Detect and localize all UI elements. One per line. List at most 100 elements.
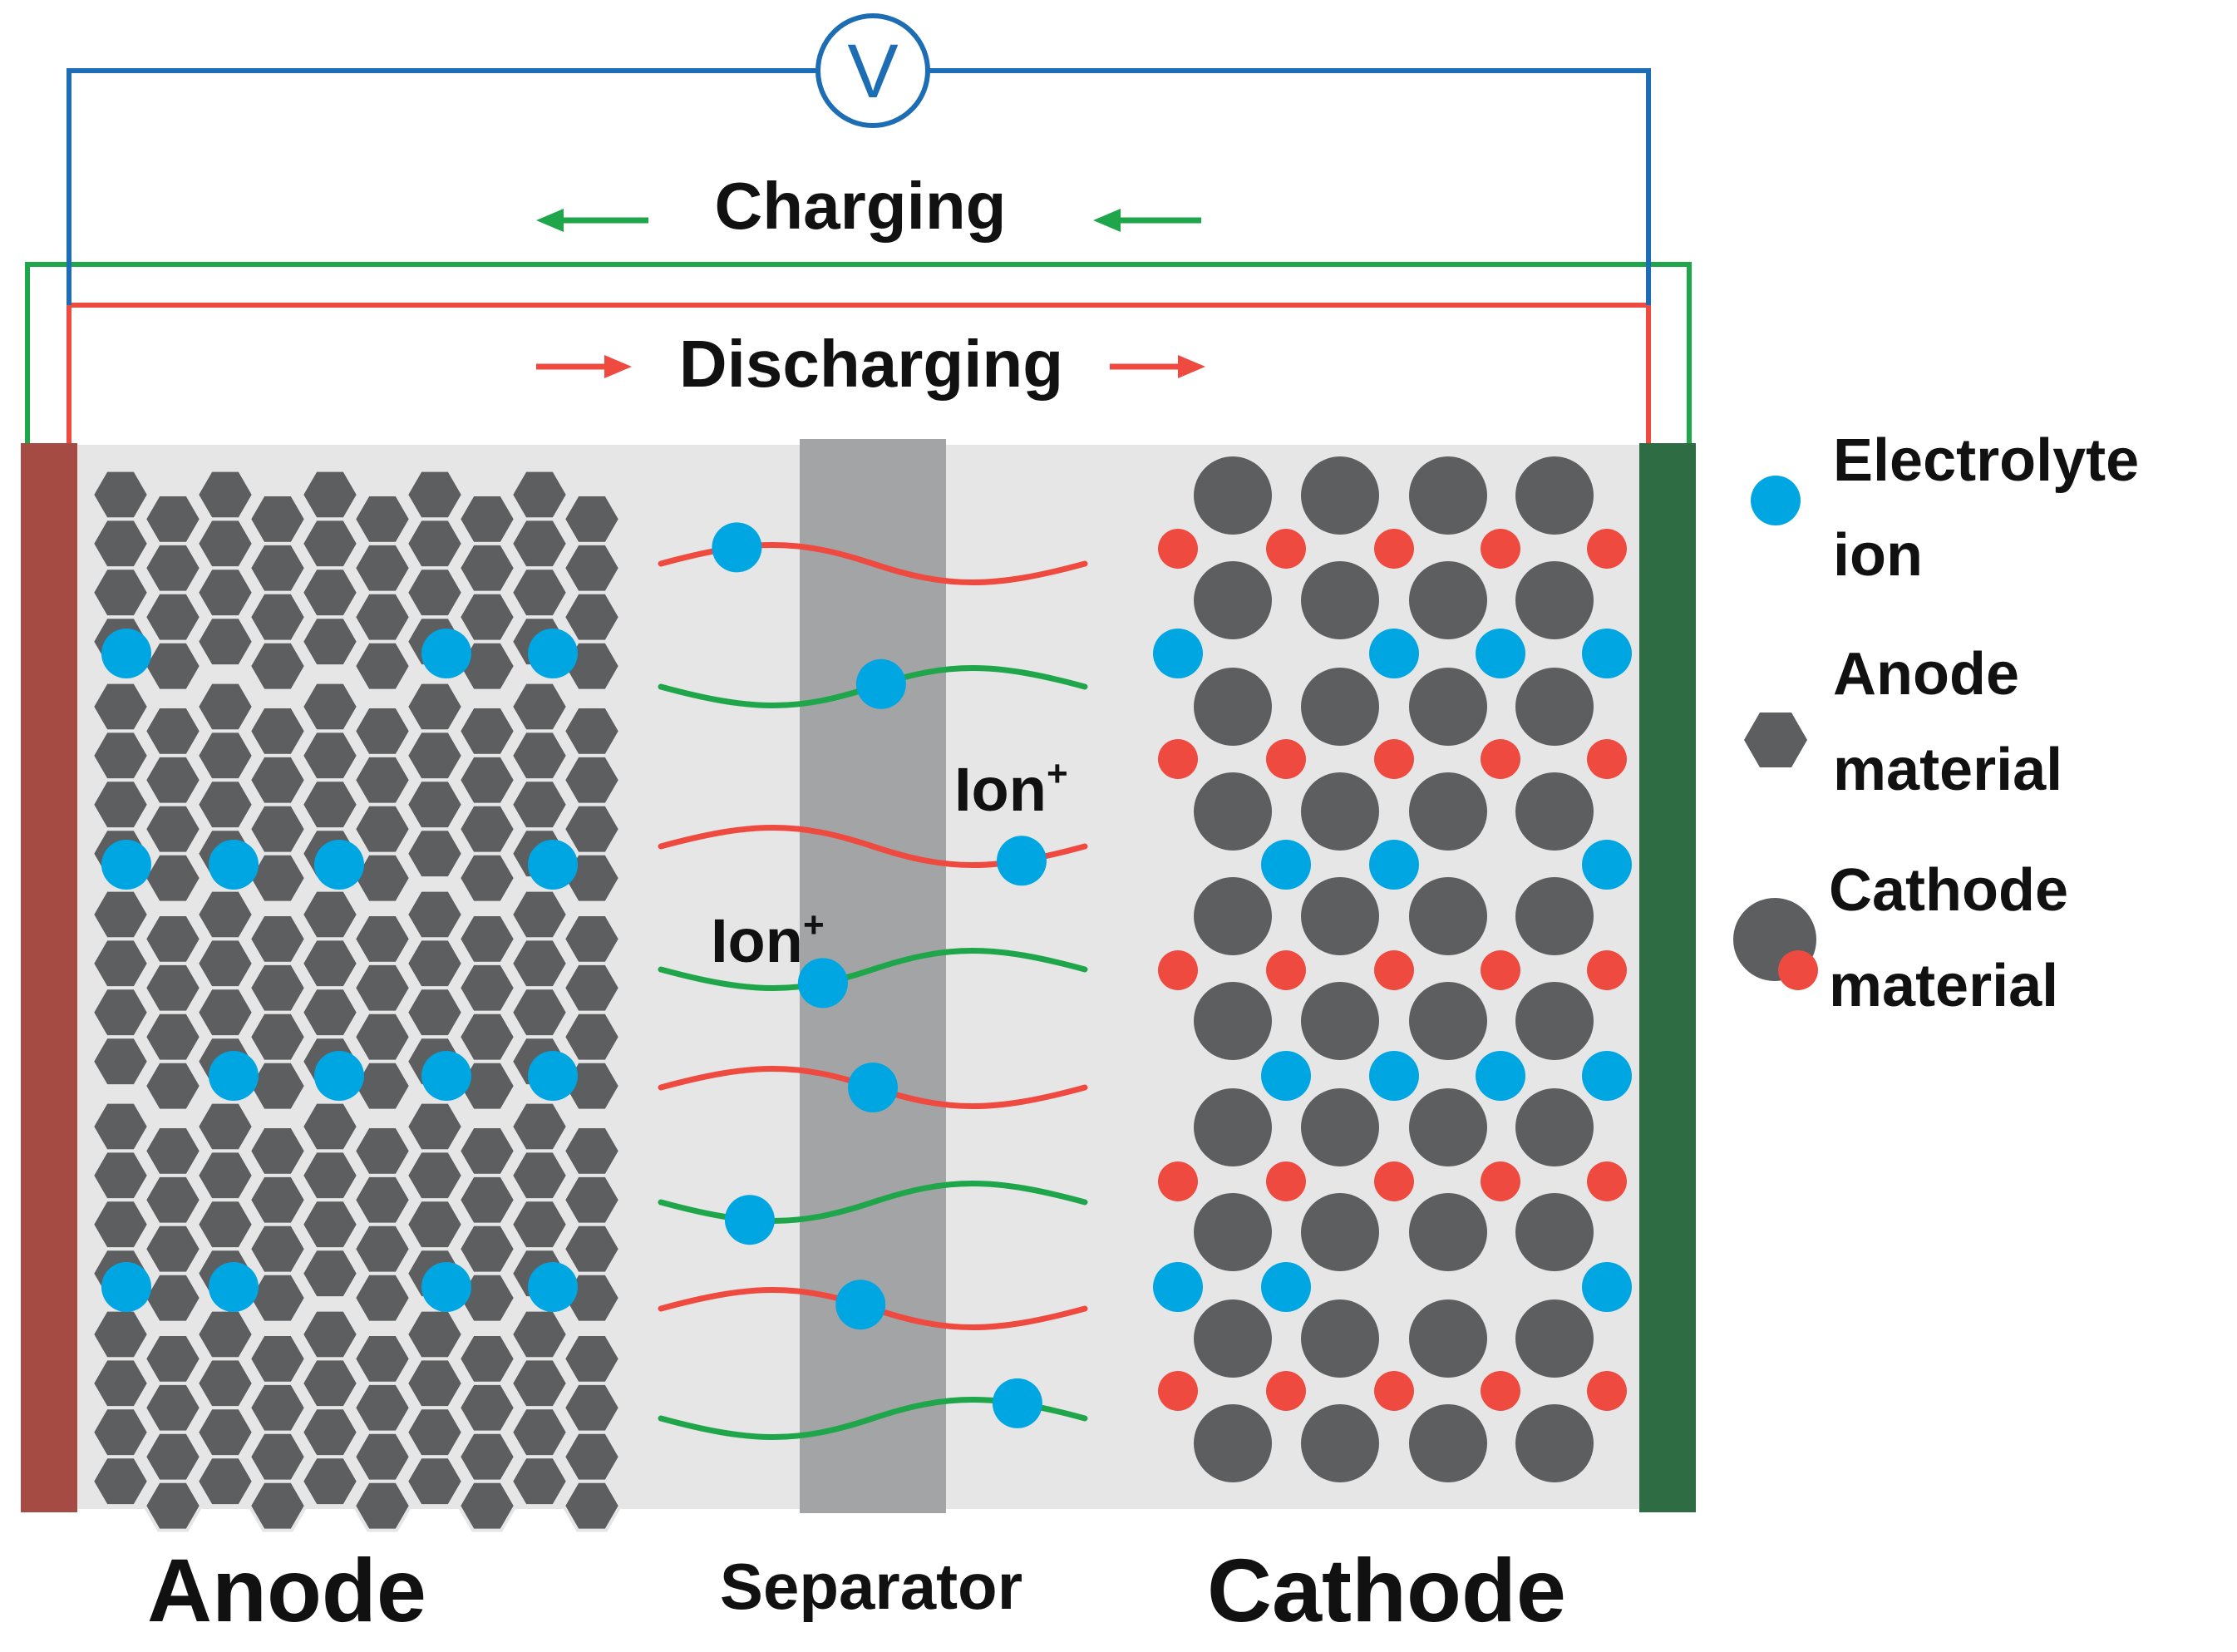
cathode-particle bbox=[1194, 1299, 1272, 1378]
anode-hexagon bbox=[509, 888, 570, 941]
electrolyte-ion bbox=[314, 1051, 364, 1101]
anode-hexagon bbox=[456, 961, 518, 1014]
legend-electrolyte-line1: Electrolyte bbox=[1833, 427, 2139, 494]
anode-hexagon bbox=[404, 517, 466, 570]
cathode-red-ion bbox=[1374, 950, 1414, 990]
cathode-particle bbox=[1515, 1299, 1594, 1378]
cathode-red-ion bbox=[1158, 529, 1198, 569]
anode-hexagon bbox=[90, 937, 151, 990]
electrolyte-ion bbox=[855, 658, 906, 709]
cathode-particle bbox=[1301, 668, 1379, 746]
cathode-particle bbox=[1301, 1299, 1379, 1378]
anode-hexagon bbox=[195, 888, 256, 941]
anode-hexagon bbox=[90, 888, 151, 941]
cathode-material bbox=[1153, 456, 1632, 1482]
anode-hexagon bbox=[352, 1479, 413, 1532]
cathode-particle bbox=[1409, 982, 1487, 1060]
electrolyte-ion bbox=[528, 840, 578, 890]
electrolyte-ion bbox=[101, 1262, 151, 1312]
electrolyte-ion bbox=[1369, 629, 1419, 678]
charging-arrow-left-icon bbox=[536, 209, 648, 232]
anode-hexagon bbox=[299, 1455, 361, 1508]
cathode-red-ion bbox=[1158, 1161, 1198, 1201]
anode-hexagon bbox=[299, 937, 361, 990]
anode-hexagon bbox=[142, 1479, 204, 1532]
anode-hexagon bbox=[247, 1381, 308, 1434]
charging-label: Charging bbox=[714, 169, 1006, 243]
separator-label: Separator bbox=[720, 1550, 1022, 1623]
anode-hexagon bbox=[509, 1308, 570, 1361]
electrolyte-ion bbox=[1582, 1262, 1632, 1312]
cathode-current-collector bbox=[1639, 443, 1696, 1512]
electrolyte-ion bbox=[1369, 1051, 1419, 1101]
legend: Electrolyte ion Anode material Cathode m… bbox=[1733, 427, 2139, 1019]
anode-hexagon bbox=[90, 1308, 151, 1361]
cathode-particle bbox=[1301, 877, 1379, 955]
electrolyte-ion bbox=[835, 1280, 886, 1330]
anode-hexagon bbox=[404, 1357, 466, 1410]
anode-hexagon bbox=[142, 753, 204, 806]
anode-hexagon bbox=[352, 1222, 413, 1275]
cathode-particle bbox=[1515, 877, 1594, 955]
cathode-particle bbox=[1194, 772, 1272, 851]
anode-hexagon bbox=[90, 1149, 151, 1202]
anode-hexagon bbox=[247, 1010, 308, 1063]
anode-hexagon bbox=[195, 729, 256, 782]
anode-hexagon bbox=[299, 1149, 361, 1202]
anode-hexagon bbox=[561, 541, 623, 594]
cathode-particle bbox=[1515, 772, 1594, 851]
anode-hexagon bbox=[247, 753, 308, 806]
anode-hexagon bbox=[90, 778, 151, 831]
anode-hexagon bbox=[404, 1100, 466, 1153]
cathode-red-ion bbox=[1374, 739, 1414, 779]
anode-hexagon bbox=[195, 615, 256, 668]
anode-hexagon bbox=[247, 493, 308, 545]
anode-hexagon bbox=[456, 1381, 518, 1434]
anode-hexagon bbox=[509, 680, 570, 733]
anode-hexagon bbox=[195, 986, 256, 1039]
anode-hexagon bbox=[90, 1455, 151, 1508]
anode-hexagon bbox=[195, 517, 256, 570]
anode-hexagon bbox=[456, 541, 518, 594]
anode-hexagon bbox=[90, 517, 151, 570]
anode-hexagon bbox=[195, 1198, 256, 1251]
cathode-particle bbox=[1194, 668, 1272, 746]
cathode-particle bbox=[1301, 1404, 1379, 1482]
electrolyte-ion bbox=[421, 629, 471, 678]
cathode-label: Cathode bbox=[1207, 1540, 1566, 1640]
anode-current-collector bbox=[21, 443, 77, 1512]
anode-hexagon bbox=[509, 566, 570, 619]
anode-hexagon bbox=[247, 1430, 308, 1483]
cathode-particle bbox=[1301, 1193, 1379, 1271]
discharging-circuit-wire bbox=[67, 303, 1651, 443]
anode-hexagon bbox=[142, 802, 204, 856]
anode-hexagon bbox=[352, 1125, 413, 1177]
anode-hexagon bbox=[142, 961, 204, 1014]
anode-hexagon bbox=[299, 1198, 361, 1251]
anode-hexagon bbox=[404, 680, 466, 733]
legend-cathode-red-ion-icon bbox=[1778, 950, 1818, 990]
electrolyte-ion bbox=[528, 629, 578, 678]
cathode-particle bbox=[1515, 1088, 1594, 1166]
anode-hexagon bbox=[352, 639, 413, 693]
anode-hexagon bbox=[456, 590, 518, 644]
anode-hexagon bbox=[509, 937, 570, 990]
anode-hexagon bbox=[404, 827, 466, 880]
ion-label-lower: Ion+ bbox=[711, 905, 825, 975]
cathode-particle bbox=[1515, 1193, 1594, 1271]
legend-anode-line2: material bbox=[1833, 737, 2062, 803]
anode-hexagon bbox=[247, 1271, 308, 1324]
anode-hexagon bbox=[299, 1406, 361, 1459]
electrolyte-ion bbox=[101, 840, 151, 890]
cathode-particle bbox=[1409, 1088, 1487, 1166]
electrolyte-ion bbox=[1153, 629, 1203, 678]
anode-hexagon bbox=[509, 778, 570, 831]
anode-hexagon bbox=[142, 913, 204, 965]
anode-hexagon bbox=[561, 1479, 623, 1532]
anode-hexagon bbox=[509, 1100, 570, 1153]
anode-hexagon bbox=[299, 888, 361, 941]
anode-hexagon bbox=[352, 1430, 413, 1483]
anode-hexagon bbox=[456, 1173, 518, 1226]
charging-circuit-wire bbox=[25, 262, 1692, 443]
electrolyte-ion bbox=[1369, 840, 1419, 890]
